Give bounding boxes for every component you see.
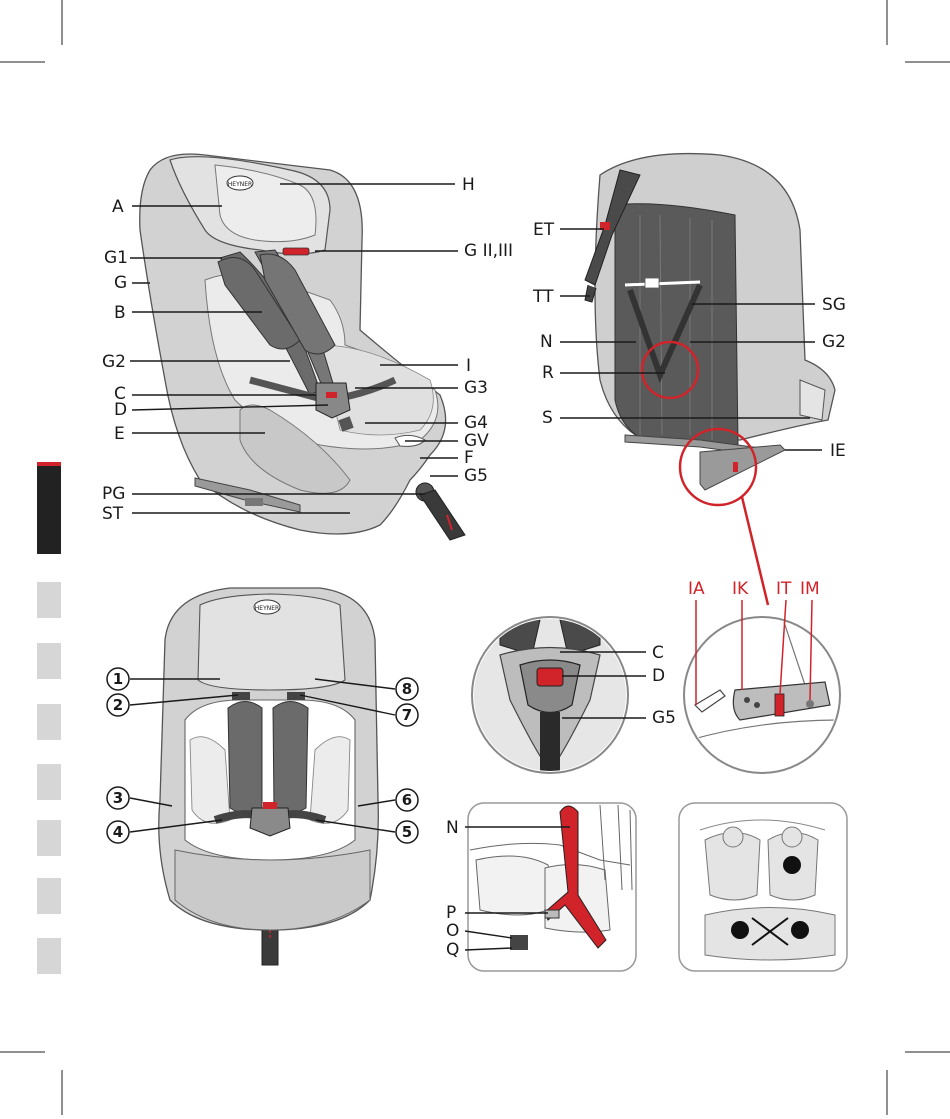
label-G3: G3 — [464, 378, 488, 398]
label-buckle-C: C — [652, 643, 664, 663]
number-7: 7 — [402, 706, 412, 724]
label-buckle-G5: G5 — [652, 708, 676, 728]
label-B: B — [114, 303, 126, 323]
label-TT: TT — [532, 287, 554, 307]
side-tab[interactable] — [37, 820, 61, 856]
seat-harness-view: HEYNER — [159, 588, 379, 965]
label-IA: IA — [688, 579, 705, 599]
label-ET: ET — [533, 220, 555, 240]
label-D: D — [114, 400, 127, 420]
label-ST: ST — [102, 504, 124, 524]
label-G4: G4 — [464, 413, 488, 433]
vehicle-seating-panel — [679, 803, 847, 971]
number-8: 8 — [402, 680, 412, 698]
side-tab[interactable] — [37, 938, 61, 974]
label-SG: SG — [822, 295, 846, 315]
label-I: I — [466, 356, 471, 376]
number-4: 4 — [113, 823, 123, 841]
label-GII: G II,III — [464, 241, 513, 261]
side-tab[interactable] — [37, 764, 61, 800]
label-G1: G1 — [104, 248, 128, 268]
label-G2: G2 — [102, 352, 126, 372]
label-belt-O: O — [446, 921, 459, 941]
side-tab[interactable] — [37, 878, 61, 914]
number-2: 2 — [113, 696, 123, 714]
seat-front-view: HEYNER — [140, 154, 465, 540]
label-G5: G5 — [464, 466, 488, 486]
seat-back-view — [585, 154, 835, 605]
logo-text-2: HEYNER — [255, 605, 279, 612]
side-tab[interactable] — [37, 704, 61, 740]
side-tabs — [37, 462, 61, 974]
label-G2-back: G2 — [822, 332, 846, 352]
label-IE: IE — [830, 441, 846, 461]
logo-text: HEYNER — [228, 181, 252, 188]
label-F: F — [464, 448, 474, 468]
side-tab[interactable] — [37, 582, 61, 618]
label-IT: IT — [776, 579, 792, 599]
label-IM: IM — [800, 579, 820, 599]
label-H: H — [462, 175, 475, 195]
label-IK: IK — [732, 579, 749, 599]
side-tab[interactable] — [37, 643, 61, 679]
label-belt-Q: Q — [446, 940, 459, 960]
label-G: G — [114, 273, 127, 293]
number-6: 6 — [402, 791, 412, 809]
number-3: 3 — [113, 789, 123, 807]
label-belt-P: P — [446, 903, 456, 923]
label-buckle-D: D — [652, 666, 665, 686]
label-N: N — [540, 332, 553, 352]
isofix-detail — [684, 610, 840, 773]
label-PG: PG — [102, 484, 125, 504]
label-A: A — [112, 197, 124, 217]
side-tab-active[interactable] — [37, 462, 61, 554]
label-R: R — [542, 363, 554, 383]
buckle-detail — [470, 612, 630, 782]
car-belt-panel — [468, 803, 636, 971]
number-1: 1 — [113, 670, 123, 688]
label-E: E — [114, 424, 125, 444]
label-S: S — [542, 408, 553, 428]
number-5: 5 — [402, 823, 412, 841]
label-belt-N: N — [446, 818, 459, 838]
